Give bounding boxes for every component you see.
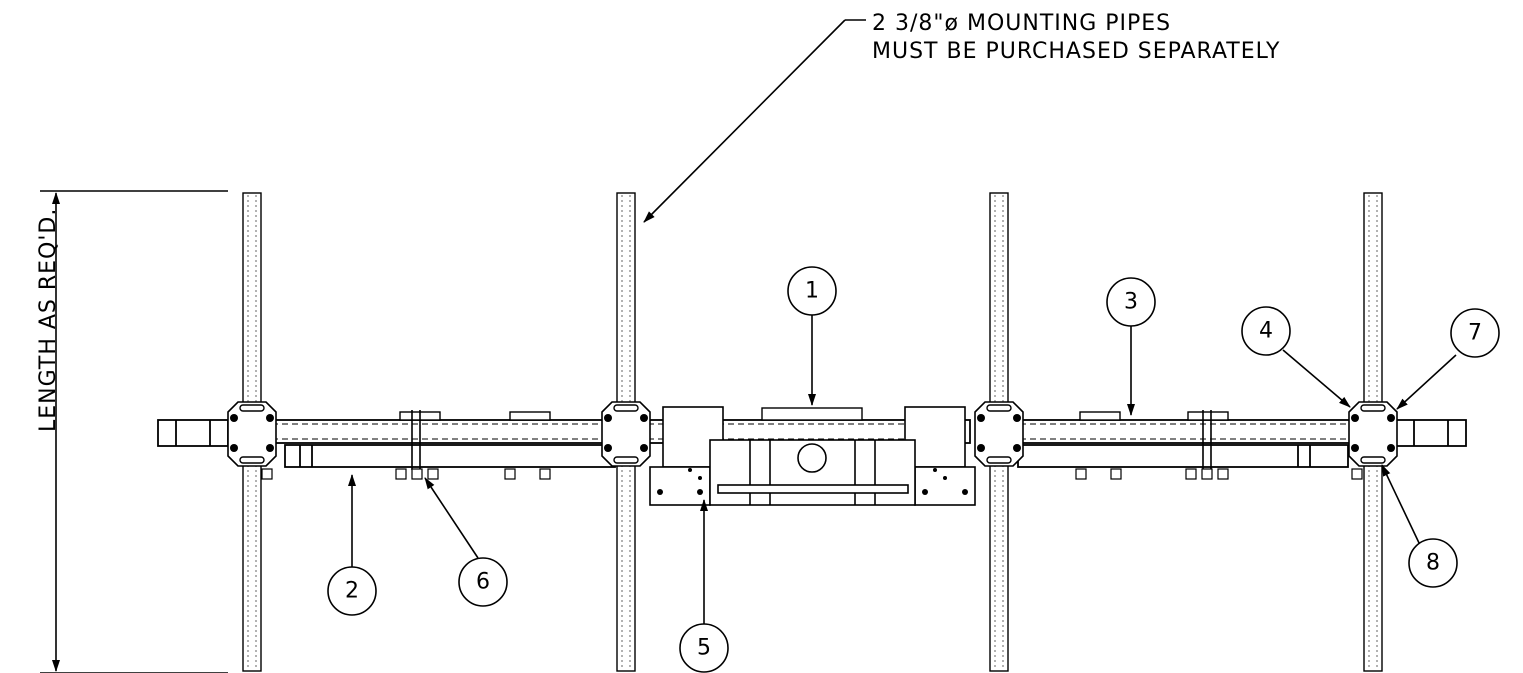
center-mount-bracket: [649, 406, 976, 506]
callout-1: 1: [805, 279, 819, 304]
callout-balloon: [679, 623, 729, 673]
callout-balloon: [327, 566, 377, 616]
callout-leaders: [348, 315, 1457, 625]
mounting-pipe-note: 2 3/8"ø MOUNTING PIPES MUST BE PURCHASED…: [872, 10, 1280, 66]
callout-balloon: [1450, 308, 1500, 358]
callout-balloon: [458, 557, 508, 607]
length-dimension: [40, 190, 228, 673]
pipe-clamps: [227, 401, 1398, 467]
callout-5: 5: [697, 636, 711, 661]
callout-4: 4: [1259, 319, 1273, 344]
callout-2: 2: [345, 579, 359, 604]
note-line-2: MUST BE PURCHASED SEPARATELY: [872, 39, 1281, 64]
callout-balloon: [1408, 538, 1458, 588]
hardware-nuts: [261, 468, 1363, 480]
callout-balloon: [1106, 277, 1156, 327]
callout-3: 3: [1124, 290, 1138, 315]
callout-7: 7: [1468, 321, 1482, 346]
callout-balloon: [787, 266, 837, 316]
callout-6: 6: [476, 570, 490, 595]
callout-balloon: [1241, 306, 1291, 356]
note-line-1: 2 3/8"ø MOUNTING PIPES: [872, 11, 1172, 36]
length-dimension-label: LENGTH AS REQ'D.: [36, 207, 61, 432]
callout-8: 8: [1426, 551, 1440, 576]
note-leader: [643, 19, 866, 223]
